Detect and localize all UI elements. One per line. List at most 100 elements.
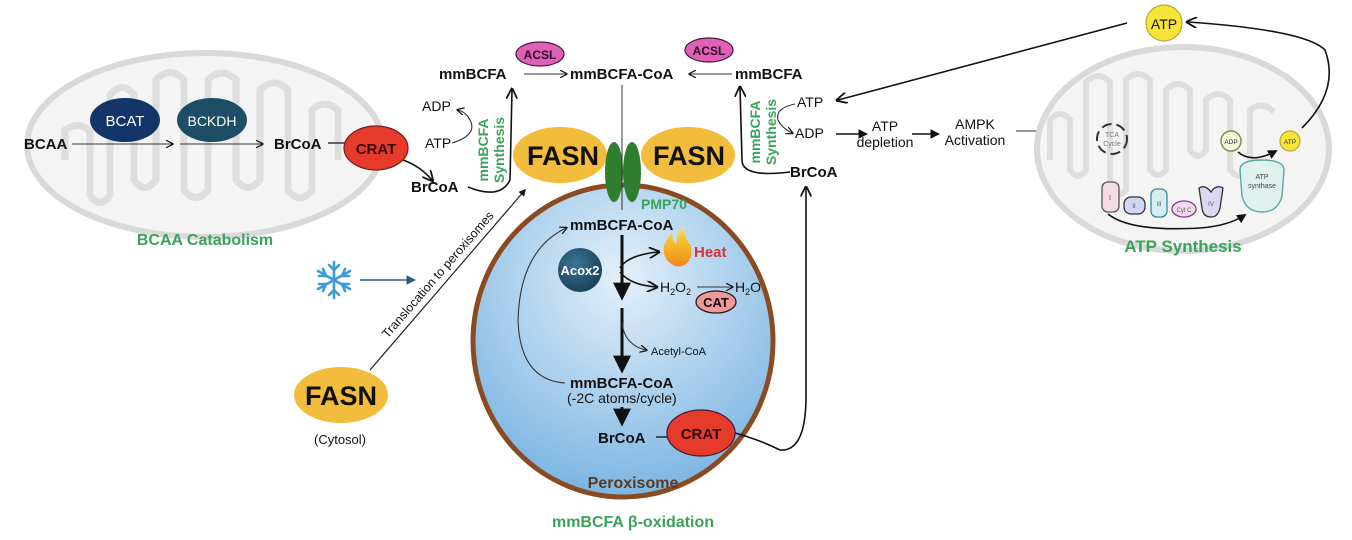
catalase-label: CAT — [703, 295, 729, 310]
right-synthesis-label: mmBCFA Synthesis — [747, 99, 779, 165]
acox2-label: Acox2 — [560, 263, 599, 278]
adp-molecule: ADP — [1220, 130, 1242, 152]
atp-top-label: ATP — [1151, 16, 1177, 32]
mmbcfa-right-label: mmBCFA — [735, 66, 803, 83]
atp-depletion-line1: ATP — [872, 118, 898, 134]
atp-depletion-line2: depletion — [857, 134, 914, 150]
crat-enzyme-peroxisome: CRAT — [666, 409, 736, 457]
complex-iii: III — [1150, 188, 1168, 218]
atp-top-molecule: ATP — [1145, 4, 1183, 42]
cytochrome-c-label: Cyt C — [1177, 208, 1193, 214]
mmbcfa-coa-top-label: mmBCFA-CoA — [570, 66, 673, 83]
atp-to-right-synthesis-arrow — [838, 22, 1128, 100]
heat-label: Heat — [694, 244, 727, 261]
ampk-line1: AMPK — [955, 116, 995, 132]
mitochondrion-left — [24, 50, 386, 240]
h2o2-h: H — [660, 279, 670, 295]
cytochrome-c: Cyt C — [1171, 200, 1197, 218]
snowflake-icon — [316, 260, 352, 300]
bcaa-label: BCAA — [24, 136, 67, 153]
h2o2-sub1: 2 — [670, 287, 675, 297]
h2o2-sub2: 2 — [686, 287, 691, 297]
flame-icon — [663, 226, 692, 267]
acetyl-coa-arrow — [621, 321, 646, 350]
atp-synthase-line2: synthase — [1248, 183, 1276, 190]
fasn-left-label: FASN — [527, 141, 599, 171]
right-synthesis-arrow — [740, 88, 791, 175]
fasn-cytosol-enzyme: FASN — [294, 367, 388, 423]
complex-iv: IV — [1198, 186, 1224, 218]
bcat-enzyme: BCAT — [90, 98, 160, 142]
crat-peroxisome-label: CRAT — [681, 426, 722, 443]
h2o2-arrow — [619, 271, 656, 287]
complex-iv-label: IV — [1208, 202, 1214, 208]
right-synthesis-label-line2: Synthesis — [763, 99, 779, 165]
shortened-mmbcfa-coa-label: mmBCFA-CoA — [570, 375, 673, 392]
fasn-right-label: FASN — [653, 141, 725, 171]
adp-left-label: ADP — [422, 98, 451, 114]
heat-arrow — [619, 252, 658, 269]
brcoa-mito-label: BrCoA — [274, 136, 322, 153]
right-synthesis-label-line1: mmBCFA — [747, 100, 763, 163]
brcoa-export-arrow — [734, 188, 806, 451]
atp-to-adp-right-arrow — [777, 103, 796, 133]
left-synthesis-label-line2: Synthesis — [491, 117, 507, 183]
bckdh-enzyme: BCKDH — [177, 98, 247, 142]
atp-small-label: ATP — [1284, 139, 1296, 146]
tca-label-line2: Cycle — [1103, 141, 1121, 148]
beta-oxidation-title: mmBCFA β-oxidation — [552, 514, 714, 531]
atp-synthase: ATP synthase — [1239, 159, 1285, 213]
peroxisome-brcoa-label: BrCoA — [598, 430, 646, 447]
complex-ii: II — [1123, 196, 1146, 215]
h2o-sub: 2 — [745, 287, 750, 297]
bcaa-catabolism-title: BCAA Catabolism — [137, 232, 273, 249]
brcoa-right-label: BrCoA — [790, 164, 838, 181]
acsl-right-label: ACSL — [693, 44, 726, 58]
complex-i: I — [1101, 181, 1120, 213]
crat-export-arrow — [402, 159, 432, 180]
atp-export-arrow — [1188, 22, 1331, 129]
acsl-right-enzyme: ACSL — [684, 37, 734, 63]
complex-ii-label: II — [1132, 204, 1136, 210]
left-synthesis-label: mmBCFA Synthesis — [475, 117, 507, 183]
acsl-left-label: ACSL — [524, 48, 557, 62]
acox2-enzyme: Acox2 — [558, 248, 602, 292]
h2o2-o: O — [675, 279, 686, 295]
left-synthesis-label-line1: mmBCFA — [475, 118, 491, 181]
adp-right-label: ADP — [795, 125, 824, 141]
crat-enzyme-mito: CRAT — [343, 125, 409, 171]
catalase-enzyme: CAT — [695, 290, 737, 314]
h2o-h: H — [735, 279, 745, 295]
acsl-left-enzyme: ACSL — [515, 41, 565, 67]
acetyl-coa-label: Acetyl-CoA — [651, 346, 707, 358]
crat-mito-label: CRAT — [356, 141, 397, 158]
left-synthesis-arrow — [467, 90, 512, 193]
atp-right-label: ATP — [797, 94, 823, 110]
h2o-o: O — [750, 279, 761, 295]
tca-label-line1: TCA — [1105, 132, 1119, 139]
fasn-cytosol-label: FASN — [305, 381, 377, 411]
tca-cycle-icon: TCA Cycle — [1096, 123, 1128, 155]
peroxisome-label: Peroxisome — [588, 475, 679, 492]
bckdh-label: BCKDH — [187, 113, 236, 129]
h2o-label: H2O — [735, 279, 761, 297]
pmp70-transporter — [605, 142, 641, 202]
h2o2-label: H2O2 — [660, 279, 691, 297]
atp-synthesis-title: ATP Synthesis — [1124, 237, 1241, 256]
adp-to-atp-arrow — [1237, 150, 1278, 159]
cytosol-label: (Cytosol) — [314, 432, 366, 447]
atp-left-label: ATP — [425, 135, 451, 151]
atp-small-molecule: ATP — [1279, 130, 1301, 152]
pmp70-label: PMP70 — [641, 196, 687, 212]
mmbcfa-left-label: mmBCFA — [439, 66, 507, 83]
atp-to-adp-left-arrow — [451, 110, 473, 144]
carbon-loss-note: (-2C atoms/cycle) — [567, 390, 677, 406]
bcat-label: BCAT — [106, 113, 145, 130]
complex-i-label: I — [1109, 195, 1111, 202]
electron-transport-arrow — [1107, 213, 1247, 230]
complex-iii-label: III — [1156, 202, 1161, 208]
atp-synthase-line1: ATP — [1255, 174, 1268, 181]
peroxisome-mmbcfa-coa-label: mmBCFA-CoA — [570, 217, 673, 234]
translocation-arrow — [369, 188, 526, 371]
